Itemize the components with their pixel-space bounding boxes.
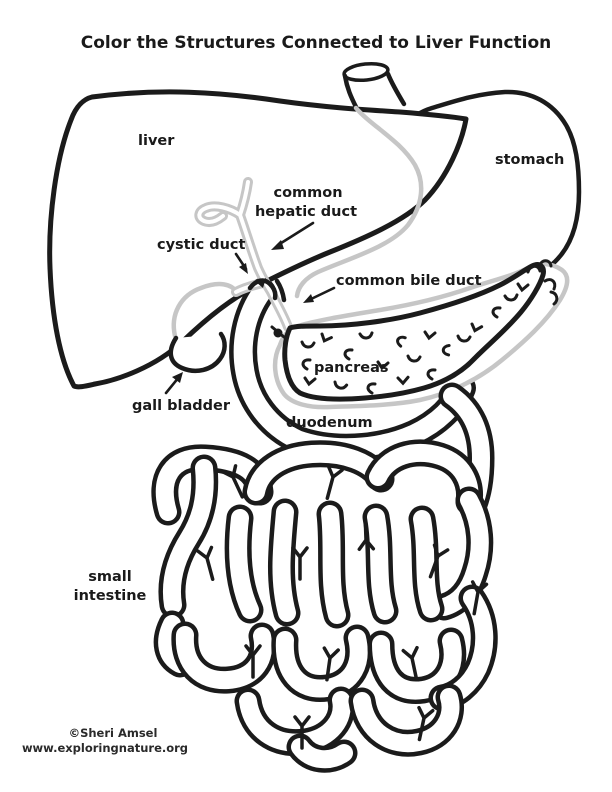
label-cystic-duct: cystic duct bbox=[157, 237, 246, 253]
duct-junction-detail bbox=[247, 278, 287, 303]
organ-labels: liver stomach common hepatic duct cystic… bbox=[74, 133, 565, 604]
label-small-intestine-line2: intestine bbox=[74, 588, 147, 604]
label-common-hepatic-duct-line2: hepatic duct bbox=[255, 204, 357, 220]
gall-bladder-shape bbox=[168, 331, 227, 373]
credit-author: ©Sheri Amsel bbox=[69, 726, 158, 740]
hidden-stomach-edge bbox=[294, 105, 424, 299]
small-intestine-coils bbox=[151, 439, 498, 773]
label-common-hepatic-duct-line1: common bbox=[273, 185, 342, 201]
arrow-gall-bladder bbox=[164, 372, 183, 395]
arrow-cystic-duct bbox=[234, 252, 248, 274]
label-common-bile-duct: common bile duct bbox=[336, 273, 482, 289]
hidden-gall-bladder-arc bbox=[171, 281, 239, 339]
esophagus bbox=[342, 61, 407, 110]
label-pancreas: pancreas bbox=[314, 360, 388, 376]
label-gall-bladder: gall bladder bbox=[132, 398, 231, 414]
page-title: Color the Structures Connected to Liver … bbox=[81, 33, 552, 53]
label-duodenum: duodenum bbox=[286, 415, 373, 431]
label-small-intestine-line1: small bbox=[88, 569, 131, 585]
duodenum-tube bbox=[229, 278, 476, 462]
arrow-common-hepatic-duct bbox=[271, 221, 315, 250]
esophagus-left-wall bbox=[342, 73, 359, 110]
gall-bladder-outline bbox=[168, 331, 227, 373]
esophagus-opening bbox=[342, 61, 390, 83]
biliary-ducts bbox=[194, 177, 293, 332]
pancreas-outline bbox=[282, 262, 546, 402]
credit-website: www.exploringnature.org bbox=[22, 741, 188, 755]
pointer-arrows bbox=[164, 221, 336, 395]
esophagus-right-wall bbox=[385, 71, 407, 107]
credit-block: ©Sheri Amsel www.exploringnature.org bbox=[22, 726, 188, 755]
arrow-common-bile-duct bbox=[303, 286, 336, 303]
stomach-outline bbox=[401, 89, 582, 276]
label-stomach: stomach bbox=[495, 152, 564, 168]
label-liver: liver bbox=[138, 133, 175, 149]
pancreas-shape bbox=[270, 259, 559, 402]
